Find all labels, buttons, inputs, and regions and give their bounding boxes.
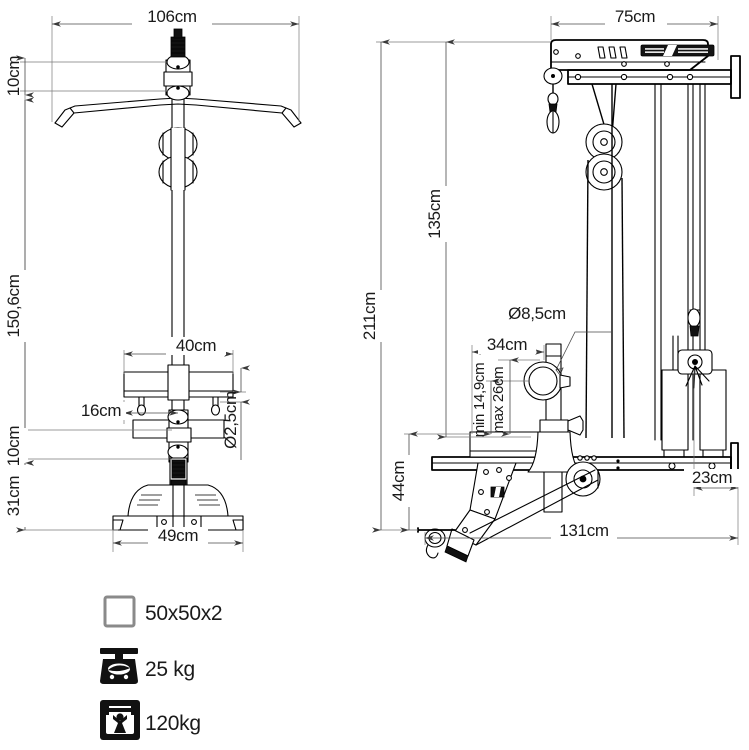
hanging-chain-hook xyxy=(543,67,563,134)
dim-base-height: 31cm xyxy=(4,460,118,533)
dim-base-width: 49cm xyxy=(112,526,244,552)
legend-item-max-load: 120kg xyxy=(100,700,201,740)
dim-label-pad-width: 40cm xyxy=(176,336,217,355)
side-pulley-pair xyxy=(585,83,625,439)
lower-roller-pad xyxy=(132,419,225,439)
dim-label-bar-width: 106cm xyxy=(147,7,197,26)
lower-carriage-block xyxy=(166,409,192,463)
dim-label-top-depth: 75cm xyxy=(615,7,656,26)
legend-item-profile: 50x50x2 xyxy=(103,595,223,628)
thigh-pad-assembly xyxy=(123,364,234,416)
dim-seat-height: 44cm xyxy=(389,431,470,533)
dim-label-roller-dia: Ø8,5cm xyxy=(508,304,566,323)
square-profile-icon xyxy=(103,595,136,628)
dim-label-head-gap: 10cm xyxy=(4,56,23,97)
legend-item-weight: 25 kg xyxy=(100,648,195,684)
dim-label-pulley-height: 135cm xyxy=(425,189,444,239)
weight-lifter-icon xyxy=(100,700,140,740)
dim-roller-gap: 16cm xyxy=(76,400,178,424)
dim-label-total-height-side: 211cm xyxy=(360,292,379,340)
dim-label-roller-gap: 16cm xyxy=(81,401,122,420)
dim-pad-width: 40cm xyxy=(123,336,234,374)
foot-plate-base xyxy=(112,484,244,531)
dim-label-base-depth: 131cm xyxy=(559,521,609,540)
dim-total-height-front: 150,6cm xyxy=(4,95,34,435)
dim-head-gap: 10cm xyxy=(4,55,168,98)
dim-pulley-height: 135cm xyxy=(425,39,551,440)
side-view: 75cm 135cm 211cm Ø8,5cm xyxy=(360,7,741,563)
legend-label-profile: 50x50x2 xyxy=(145,602,222,625)
dim-label-stack-offset: 23cm xyxy=(692,468,733,487)
dim-lower-block: 10cm xyxy=(4,426,172,467)
front-view-geometry xyxy=(54,28,302,531)
dim-label-base-height: 31cm xyxy=(4,476,23,517)
legend: 50x50x2 25 kg xyxy=(100,595,223,740)
top-beam xyxy=(567,55,741,99)
dim-bar-width: 106cm xyxy=(51,7,300,122)
dim-roller-max: max 26cm xyxy=(490,357,540,437)
dim-label-seat-height: 44cm xyxy=(389,461,408,502)
dim-label-seat-offset: 34cm xyxy=(487,335,528,354)
dim-label-roller-max: max 26cm xyxy=(490,367,507,434)
legend-label-max-load: 120kg xyxy=(145,712,201,735)
legend-label-weight: 25 kg xyxy=(145,658,195,681)
top-housing xyxy=(550,39,715,71)
lower-pulley-side xyxy=(565,461,601,497)
guide-rails xyxy=(654,83,706,441)
dim-label-base-width: 49cm xyxy=(158,526,199,545)
front-view: 106cm 10cm 150,6cm 40cm xyxy=(4,7,302,552)
dim-pad-tube-dia: Ø2,5cm xyxy=(220,365,250,460)
top-carriage-block xyxy=(163,28,193,101)
dim-label-roller-min: min 14,9cm xyxy=(471,363,488,438)
dim-total-height-side: 211cm xyxy=(360,39,441,533)
dim-label-pad-tube-dia: Ø2,5cm xyxy=(221,391,240,449)
dim-base-depth: 131cm xyxy=(424,496,739,545)
dim-label-lower-block: 10cm xyxy=(4,426,23,467)
dim-seat-offset: 34cm xyxy=(471,335,545,434)
dim-top-depth: 75cm xyxy=(550,7,719,60)
dim-stack-offset: 23cm xyxy=(684,370,740,496)
front-pulley-pair xyxy=(158,127,198,191)
side-view-geometry xyxy=(417,39,741,563)
dim-roller-dia: Ø8,5cm xyxy=(498,303,612,376)
brand-logo-plate xyxy=(640,44,715,57)
weight-stack xyxy=(661,308,727,458)
dim-label-total-height-front: 150,6cm xyxy=(4,274,23,337)
kitchen-scale-icon xyxy=(100,648,138,684)
